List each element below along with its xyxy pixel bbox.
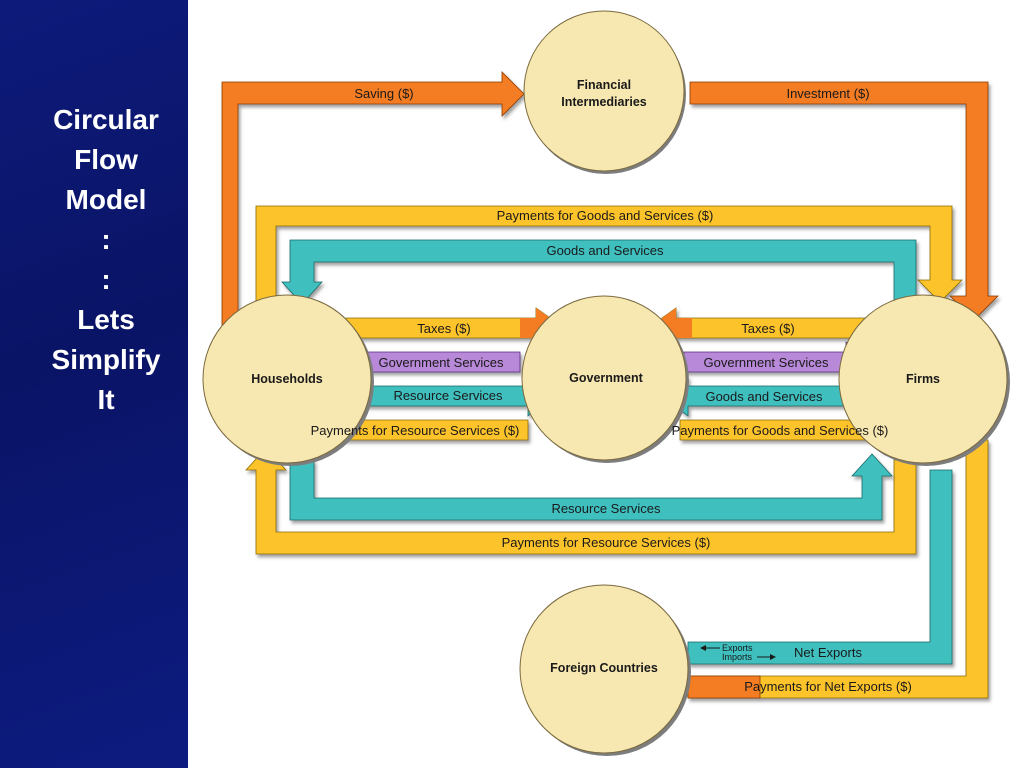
saving-flow xyxy=(221,71,525,341)
node-firms xyxy=(838,294,1010,466)
label-gov-services-right: Government Services xyxy=(704,355,829,370)
label-government: Government xyxy=(569,371,643,385)
title-line: Simplify xyxy=(51,344,161,375)
label-gov-services-left: Government Services xyxy=(379,355,504,370)
goods-services-top-flow xyxy=(281,239,917,305)
label-taxes-right: Taxes ($) xyxy=(741,321,794,336)
label-imports: Imports xyxy=(722,652,753,662)
label-firms: Firms xyxy=(906,372,940,386)
label-goods-services-right: Goods and Services xyxy=(705,389,823,404)
label-payments-goods-right: Payments for Goods and Services ($) xyxy=(672,423,889,438)
node-government xyxy=(521,295,689,463)
node-foreign-countries xyxy=(519,584,691,756)
label-foreign-countries: Foreign Countries xyxy=(550,661,658,675)
label-saving: Saving ($) xyxy=(354,86,413,101)
label-households: Households xyxy=(251,372,323,386)
label-net-exports: Net Exports xyxy=(794,645,862,660)
label-resource-services-bottom: Resource Services xyxy=(551,501,661,516)
title-line: : xyxy=(101,264,111,295)
taxes-left-flow xyxy=(345,307,565,349)
exports-imports-indicator: Exports Imports xyxy=(700,643,776,662)
label-payments-goods-top: Payments for Goods and Services ($) xyxy=(497,208,714,223)
node-households xyxy=(202,294,374,466)
label-payments-resource-bottom: Payments for Resource Services ($) xyxy=(502,535,711,550)
label-payments-resource-left: Payments for Resource Services ($) xyxy=(311,423,520,438)
slide-title: Circular Flow Model : : Lets Simplify It xyxy=(6,100,206,420)
sidebar: Circular Flow Model : : Lets Simplify It xyxy=(0,0,188,768)
title-line: It xyxy=(97,384,115,415)
label-goods-services-top: Goods and Services xyxy=(546,243,664,258)
title-line: : xyxy=(101,224,111,255)
resource-services-bottom-flow xyxy=(289,453,893,521)
node-financial-intermediaries xyxy=(523,10,686,174)
label-exports: Exports xyxy=(722,643,753,653)
title-line: Model xyxy=(65,184,147,215)
circular-flow-diagram: Financial Intermediaries Households Gove… xyxy=(202,10,1010,756)
payments-net-exports-flow xyxy=(687,439,989,699)
label-financial-line2: Intermediaries xyxy=(561,95,647,109)
payments-goods-top-flow xyxy=(255,205,963,321)
title-line: Lets xyxy=(77,304,135,335)
label-payments-net-exports: Payments for Net Exports ($) xyxy=(744,679,912,694)
label-investment: Investment ($) xyxy=(786,86,869,101)
label-taxes-left: Taxes ($) xyxy=(417,321,470,336)
label-financial: Financial xyxy=(577,78,631,92)
label-resource-services-left: Resource Services xyxy=(393,388,503,403)
title-line: Flow xyxy=(74,144,138,175)
title-line: Circular xyxy=(53,104,159,135)
